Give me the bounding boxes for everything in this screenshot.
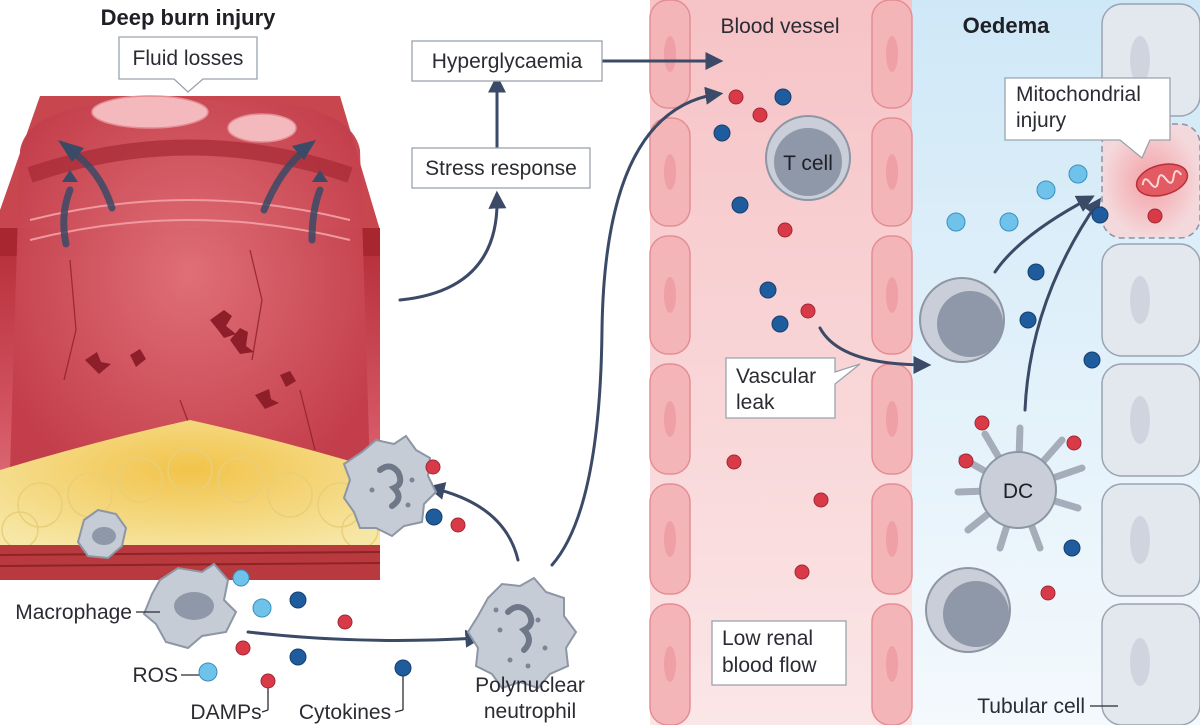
t-cell <box>765 115 851 201</box>
damps <box>235 89 1163 656</box>
svg-text:Hyperglycaemia: Hyperglycaemia <box>432 50 583 73</box>
cytokines-legend-dot <box>394 659 412 677</box>
oedema-title: Oedema <box>963 13 1051 38</box>
dendritic-cell <box>954 424 1086 552</box>
burn-tissue-block <box>0 95 381 580</box>
neutrophil-label-line2: neutrophil <box>484 700 576 723</box>
svg-text:Low renal: Low renal <box>722 627 813 650</box>
svg-text:leak: leak <box>736 391 775 414</box>
macrophage-small <box>76 508 128 560</box>
low-renal-label: Low renal blood flow <box>711 620 847 686</box>
cytokines-label: Cytokines <box>299 701 391 724</box>
mitochondrion <box>1135 163 1189 197</box>
svg-text:blood flow: blood flow <box>722 654 817 677</box>
blister <box>91 95 209 129</box>
immune-cell <box>919 277 1005 363</box>
macrophage-label: Macrophage <box>15 601 132 624</box>
svg-text:injury: injury <box>1016 109 1067 132</box>
ros-legend-dot <box>198 662 218 682</box>
tubular-cell-label: Tubular cell <box>977 695 1085 718</box>
neutrophil <box>466 576 578 690</box>
blood-vessel-title: Blood vessel <box>720 15 839 38</box>
ros-label: ROS <box>132 664 178 687</box>
stress-response-label: Stress response <box>411 147 591 189</box>
damps-legend-dot <box>260 673 276 689</box>
vascular-leak-label: Vascular leak <box>725 357 861 419</box>
svg-text:Mitochondrial: Mitochondrial <box>1016 83 1141 106</box>
mitochondrial-injury-label: Mitochondrial injury <box>1004 77 1171 160</box>
fluid-losses-label: Fluid losses <box>118 36 258 93</box>
dc-label: DC <box>1003 480 1033 503</box>
hyperglycaemia-label: Hyperglycaemia <box>411 40 603 82</box>
damps-label: DAMPs <box>190 701 261 724</box>
blister <box>227 113 297 143</box>
t-cell-label: T cell <box>783 152 833 175</box>
svg-text:Fluid losses: Fluid losses <box>133 47 244 70</box>
neutrophil-label-line1: Polynuclear <box>475 674 585 697</box>
tubular-cells <box>1101 3 1200 725</box>
svg-text:Vascular: Vascular <box>736 365 816 388</box>
cytokines <box>289 88 1109 666</box>
ros <box>232 164 1088 618</box>
macrophage <box>142 562 238 650</box>
neutrophil-activated <box>342 434 438 538</box>
flow-arrows <box>246 52 1102 648</box>
svg-text:Stress response: Stress response <box>425 157 577 180</box>
deep-burn-title: Deep burn injury <box>101 5 277 30</box>
immune-cell <box>925 567 1011 653</box>
